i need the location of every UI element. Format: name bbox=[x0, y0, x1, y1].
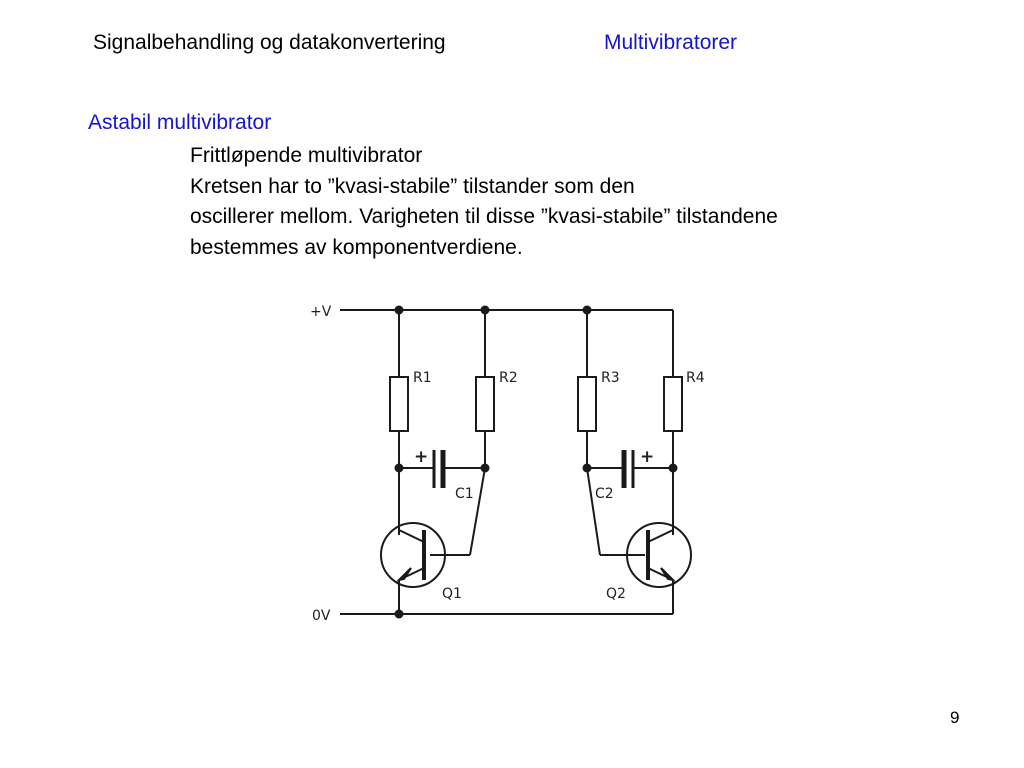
resistor-r1 bbox=[389, 376, 409, 432]
capacitor-c1-plus: + bbox=[414, 447, 428, 467]
cross-wire-c1-to-q2 bbox=[469, 467, 486, 556]
resistor-r4 bbox=[663, 376, 683, 432]
body-line: Frittløpende multivibrator bbox=[190, 144, 423, 167]
ground-label: 0V bbox=[312, 608, 331, 624]
resistor-r3 bbox=[577, 376, 597, 432]
circuit-wires bbox=[340, 309, 692, 615]
astable-multivibrator-circuit: +V 0V R1 R2 R3 R4 + + C1 C2 Q1 Q2 bbox=[310, 304, 705, 624]
circuit-junctions bbox=[394, 305, 678, 619]
transistor-label-q2: Q2 bbox=[606, 586, 626, 602]
resistor-label-r2: R2 bbox=[499, 370, 518, 386]
body-line: oscillerer mellom. Varigheten til disse … bbox=[190, 205, 778, 228]
resistor-r2 bbox=[475, 376, 495, 432]
body-line: bestemmes av komponentverdiene. bbox=[190, 235, 523, 259]
resistor-label-r4: R4 bbox=[686, 370, 705, 386]
transistor-q1 bbox=[380, 522, 446, 588]
course-title: Signalbehandling og datakonvertering bbox=[93, 31, 446, 54]
resistor-label-r3: R3 bbox=[601, 370, 620, 386]
section-title: Astabil multivibrator bbox=[88, 111, 272, 134]
transistor-label-q1: Q1 bbox=[442, 586, 462, 602]
capacitor-label-c2: C2 bbox=[595, 486, 614, 502]
capacitor-label-c1: C1 bbox=[455, 486, 474, 502]
page-number: 9 bbox=[950, 708, 960, 727]
topic-title: Multivibratorer bbox=[604, 31, 738, 54]
transistor-q2 bbox=[626, 522, 692, 588]
resistor-label-r1: R1 bbox=[413, 370, 432, 386]
body-line: Kretsen har to ”kvasi-stabile” tilstande… bbox=[190, 174, 635, 198]
supply-label: +V bbox=[310, 304, 332, 320]
capacitor-c2-plus: + bbox=[640, 447, 654, 467]
cross-wire-c2-to-q1 bbox=[586, 467, 601, 556]
body-text: Frittløpende multivibrator Kretsen har t… bbox=[190, 141, 950, 263]
